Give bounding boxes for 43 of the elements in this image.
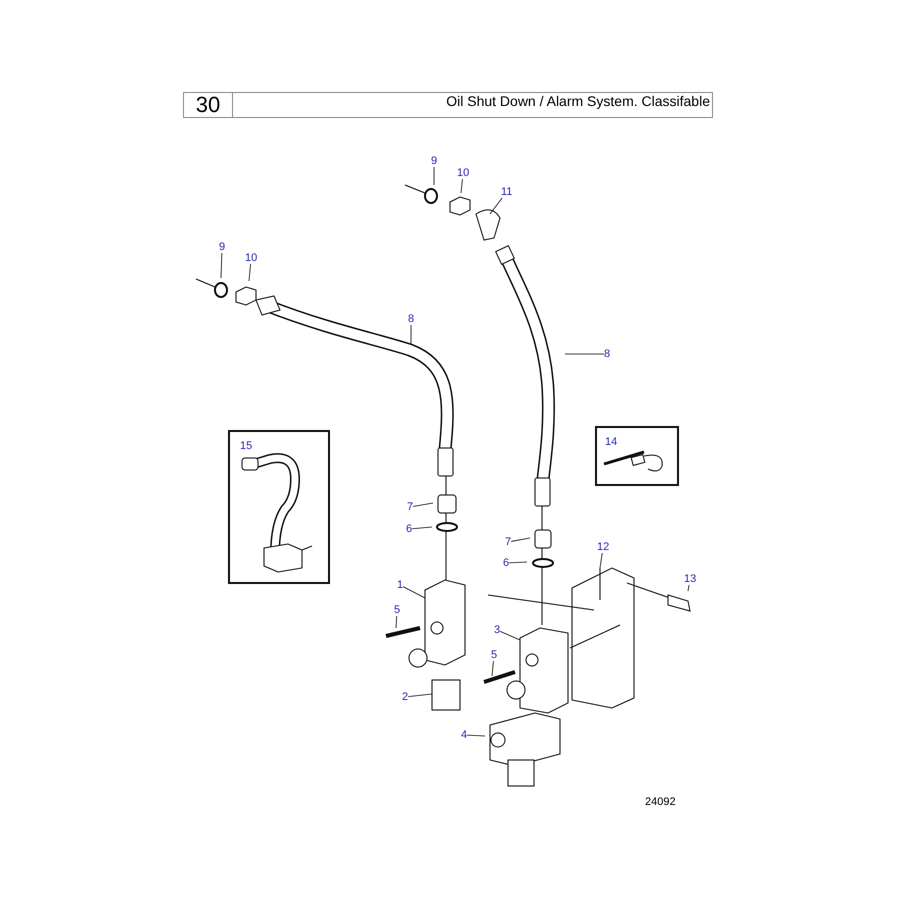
callout-number: 9 — [431, 155, 438, 167]
callout-number: 5 — [394, 604, 400, 616]
callout-number: 1 — [397, 579, 404, 591]
callout-number: 3 — [494, 624, 500, 636]
leader-line — [500, 630, 520, 640]
leader-line — [408, 694, 432, 698]
inset-frame — [228, 430, 330, 584]
leader-line — [402, 586, 426, 598]
callout-number: 12 — [597, 541, 610, 553]
leader-line — [410, 324, 412, 346]
callout-number: 8 — [604, 348, 610, 360]
callout-number: 2 — [402, 691, 408, 703]
leader-line — [492, 660, 494, 676]
callout-number: 13 — [684, 573, 696, 585]
section-number: 30 — [184, 93, 233, 117]
inset-frame — [595, 426, 679, 486]
leader-line — [688, 584, 690, 592]
leader-line — [466, 734, 486, 736]
callout-number: 6 — [406, 523, 412, 535]
callout-number: 15 — [240, 440, 252, 452]
leader-line — [510, 538, 530, 542]
callout-number: 10 — [457, 167, 470, 179]
leader-line — [508, 562, 528, 564]
drawing-number: 24092 — [645, 796, 676, 808]
leader-line — [248, 264, 251, 282]
leader-line — [396, 616, 398, 628]
leader-line — [460, 178, 463, 194]
callout-number: 8 — [408, 313, 414, 325]
leader-line — [600, 552, 603, 568]
callout-number: 14 — [605, 436, 618, 448]
callout-number: 6 — [503, 557, 510, 569]
callout-number: 5 — [491, 649, 498, 661]
leader-line — [220, 252, 222, 278]
diagram-title: Oil Shut Down / Alarm System. Classifable — [446, 93, 710, 109]
callout-number: 11 — [501, 186, 512, 198]
leader-line — [490, 198, 503, 214]
callout-number: 7 — [505, 536, 512, 548]
leader-line — [412, 526, 432, 530]
callout-number: 4 — [461, 729, 468, 741]
callout-number: 9 — [219, 241, 226, 253]
callout-number: 10 — [245, 252, 258, 264]
callout-number: 7 — [407, 501, 414, 513]
leader-line — [412, 502, 434, 507]
